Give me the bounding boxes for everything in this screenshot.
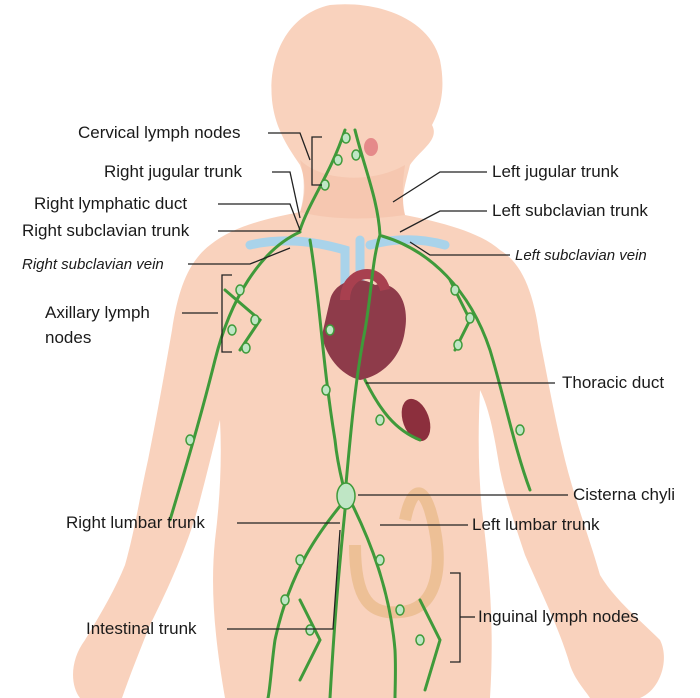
label-right-jugular-trunk: Right jugular trunk xyxy=(104,162,242,182)
lymph-node xyxy=(516,425,524,435)
lymph-node xyxy=(454,340,462,350)
lymph-node xyxy=(451,285,459,295)
label-left-jugular-trunk: Left jugular trunk xyxy=(492,162,619,182)
lymph-node xyxy=(342,133,350,143)
thyroid xyxy=(364,138,378,156)
label-right-subclavian-vein: Right subclavian vein xyxy=(22,255,164,275)
lymph-node xyxy=(334,155,342,165)
lymph-node xyxy=(352,150,360,160)
label-right-subclavian-trunk: Right subclavian trunk xyxy=(22,221,189,241)
label-right-lymphatic-duct: Right lymphatic duct xyxy=(34,194,187,214)
lymph-node xyxy=(236,285,244,295)
lymph-node xyxy=(396,605,404,615)
label-cisterna-chyli: Cisterna chyli xyxy=(573,485,675,505)
lymph-node xyxy=(306,625,314,635)
leader-left-jugular xyxy=(393,172,487,202)
lymph-node xyxy=(416,635,424,645)
lymph-node xyxy=(376,555,384,565)
lymph-node xyxy=(242,343,250,353)
label-left-lumbar-trunk: Left lumbar trunk xyxy=(472,515,600,535)
lymph-node xyxy=(466,313,474,323)
left-subclavian-vein-shape xyxy=(370,240,445,245)
lymph-node xyxy=(251,315,259,325)
lymph-node xyxy=(321,180,329,190)
label-thoracic-duct: Thoracic duct xyxy=(562,373,664,393)
lymph-node xyxy=(186,435,194,445)
label-axillary-lymph-nodes-line2: nodes xyxy=(45,328,91,348)
label-left-subclavian-vein: Left subclavian vein xyxy=(515,246,647,266)
lymph-node xyxy=(326,325,334,335)
label-left-subclavian-trunk: Left subclavian trunk xyxy=(492,201,648,221)
lymph-node xyxy=(281,595,289,605)
label-axillary-lymph-nodes-line1: Axillary lymph xyxy=(45,303,150,323)
label-right-lumbar-trunk: Right lumbar trunk xyxy=(66,513,205,533)
label-inguinal-lymph-nodes: Inguinal lymph nodes xyxy=(478,607,639,627)
label-intestinal-trunk: Intestinal trunk xyxy=(86,619,197,639)
leader-right-jugular xyxy=(272,172,300,218)
label-cervical-lymph-nodes: Cervical lymph nodes xyxy=(78,123,241,143)
lymph-node xyxy=(296,555,304,565)
lymph-node xyxy=(376,415,384,425)
lymph-node xyxy=(228,325,236,335)
cisterna-chyli-node xyxy=(337,483,355,509)
lymph-node xyxy=(322,385,330,395)
